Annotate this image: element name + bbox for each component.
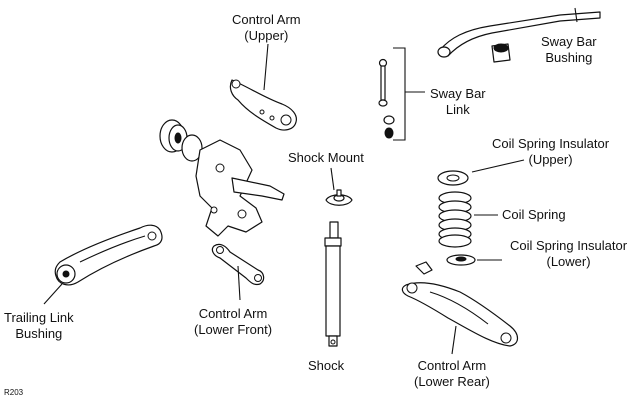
hub-knuckle [159, 119, 285, 237]
label-shock: Shock [308, 358, 345, 373]
sway-bar-link [378, 58, 395, 139]
sway-bar-link-bracket [393, 47, 425, 141]
label-coil-spring: Coil Spring [502, 207, 566, 222]
label-shock-mount: Shock Mount [288, 150, 364, 165]
coil-spring-insulator-lower [415, 254, 476, 275]
leader-control-arm-upper [263, 43, 269, 91]
sway-bar [437, 7, 601, 58]
control-arm-lower-front [211, 243, 265, 286]
label-sway-bar-bushing: Sway Bar Bushing [541, 34, 597, 65]
label-control-arm-upper: Control Arm (Upper) [232, 12, 301, 43]
leader-trailing-link-bushing [43, 283, 63, 305]
shock-absorber [324, 221, 342, 347]
coil-spring [438, 191, 472, 248]
leader-control-arm-lower-front [237, 265, 241, 301]
control-arm-lower-rear [401, 282, 519, 347]
control-arm-upper [229, 79, 297, 131]
label-coil-spring-insulator-lower: Coil Spring Insulator (Lower) [510, 238, 628, 269]
shock-mount [325, 189, 353, 206]
leader-insulator-upper [471, 159, 525, 173]
trailing-link [54, 224, 163, 286]
label-sway-bar-link: Sway Bar Link [430, 86, 486, 117]
label-trailing-link-bushing: Trailing Link Bushing [4, 310, 74, 341]
sway-bar-bushing [491, 43, 511, 63]
label-control-arm-lower-rear: Control Arm (Lower Rear) [414, 358, 490, 389]
leader-control-arm-lower-rear [451, 325, 457, 355]
figure-code: R203 [4, 388, 24, 397]
coil-spring-insulator-upper [437, 170, 469, 186]
leader-shock-mount [330, 167, 335, 191]
label-control-arm-lower-front: Control Arm (Lower Front) [194, 306, 273, 337]
label-coil-spring-insulator-upper: Coil Spring Insulator (Upper) [492, 136, 610, 167]
